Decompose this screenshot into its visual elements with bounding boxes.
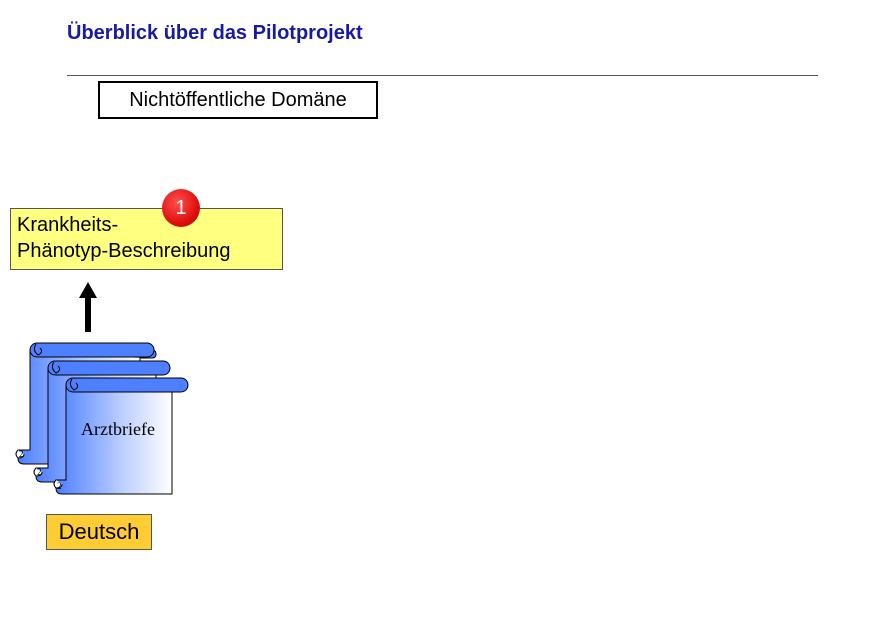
domain-box: Nichtöffentliche Domäne: [98, 81, 378, 119]
phenotype-box: Krankheits- Phänotyp-Beschreibung: [10, 208, 283, 270]
document-scroll-front: [53, 377, 189, 495]
corner-mark-front: 2: [57, 481, 62, 491]
language-label: Deutsch: [58, 519, 140, 544]
title-divider: [67, 75, 818, 76]
page-title: Überblick über das Pilotprojekt: [67, 22, 363, 44]
domain-label: Nichtöffentliche Domäne: [129, 88, 347, 111]
corner-mark-middle: 2: [37, 467, 42, 477]
document-stack: Arztbriefe 2 2 2: [15, 342, 189, 495]
corner-mark-back: 2: [19, 449, 24, 459]
step-badge: 1: [162, 189, 200, 227]
documents-label: Arztbriefe: [81, 419, 155, 439]
phenotype-line-2: Phänotyp-Beschreibung: [17, 240, 231, 262]
step-badge-number: 1: [175, 196, 187, 219]
up-arrow-icon: [79, 282, 97, 332]
phenotype-line-1: Krankheits-: [17, 214, 119, 236]
language-box: Deutsch: [46, 514, 152, 550]
